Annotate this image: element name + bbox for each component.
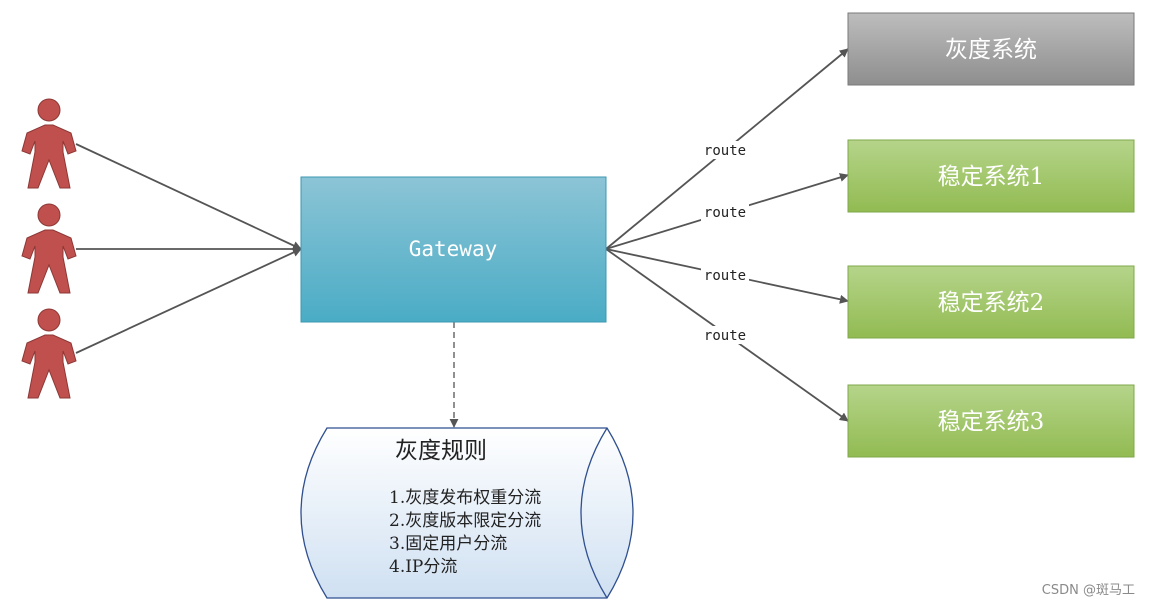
stable-system-1-label: 稳定系统1 [938,164,1045,190]
stable-system-2-box [847,265,1135,339]
user-icon [21,334,77,399]
user-icon [21,124,77,189]
user-3 [21,308,77,399]
gray-system-box [847,12,1135,86]
rules-item-1: 1.灰度发布权重分流 [389,488,541,508]
gray-system-label: 灰度系统 [945,37,1037,63]
route-label-bg-1 [701,141,749,159]
route-label-bg-4 [701,326,749,344]
rules-item-2: 2.灰度版本限定分流 [389,511,541,531]
watermark: CSDN @斑马工 [1041,583,1135,598]
stable-system-2-label: 稳定系统2 [938,290,1045,316]
gateway-label: Gateway [409,237,498,261]
gray-system-node: 灰度系统 [847,12,1135,86]
route-label-bg-2 [701,203,749,221]
route-label-3: route [704,268,746,284]
stable-system-3-box [847,384,1135,458]
user-head [37,308,61,332]
route-label-bg-3 [701,266,749,284]
stable-system-2-node: 稳定系统2 [847,265,1135,339]
user-head [37,203,61,227]
gateway-box [300,176,607,323]
rules-node: 灰度规则 1.灰度发布权重分流 2.灰度版本限定分流 3.固定用户分流 4.IP… [300,427,634,599]
route-label-2: route [704,205,746,221]
user-2 [21,203,77,294]
gateway-node: Gateway [300,176,607,323]
rules-item-4: 4.IP分流 [389,557,457,577]
user-head [37,98,61,122]
rules-storage-inner-curve [580,427,608,599]
route-label-1: route [704,143,746,159]
user-1-to-gateway-arrow [75,143,302,250]
stable-system-1-box [847,139,1135,213]
rules-item-3: 3.固定用户分流 [389,534,507,554]
user-icon [21,229,77,294]
user-1 [21,98,77,189]
stable-system-1-node: 稳定系统1 [847,139,1135,213]
user-3-to-gateway-arrow [75,248,302,354]
route-label-4: route [704,328,746,344]
stable-system-3-label: 稳定系统3 [938,409,1045,435]
stable-system-3-node: 稳定系统3 [847,384,1135,458]
rules-title: 灰度规则 [395,438,487,464]
